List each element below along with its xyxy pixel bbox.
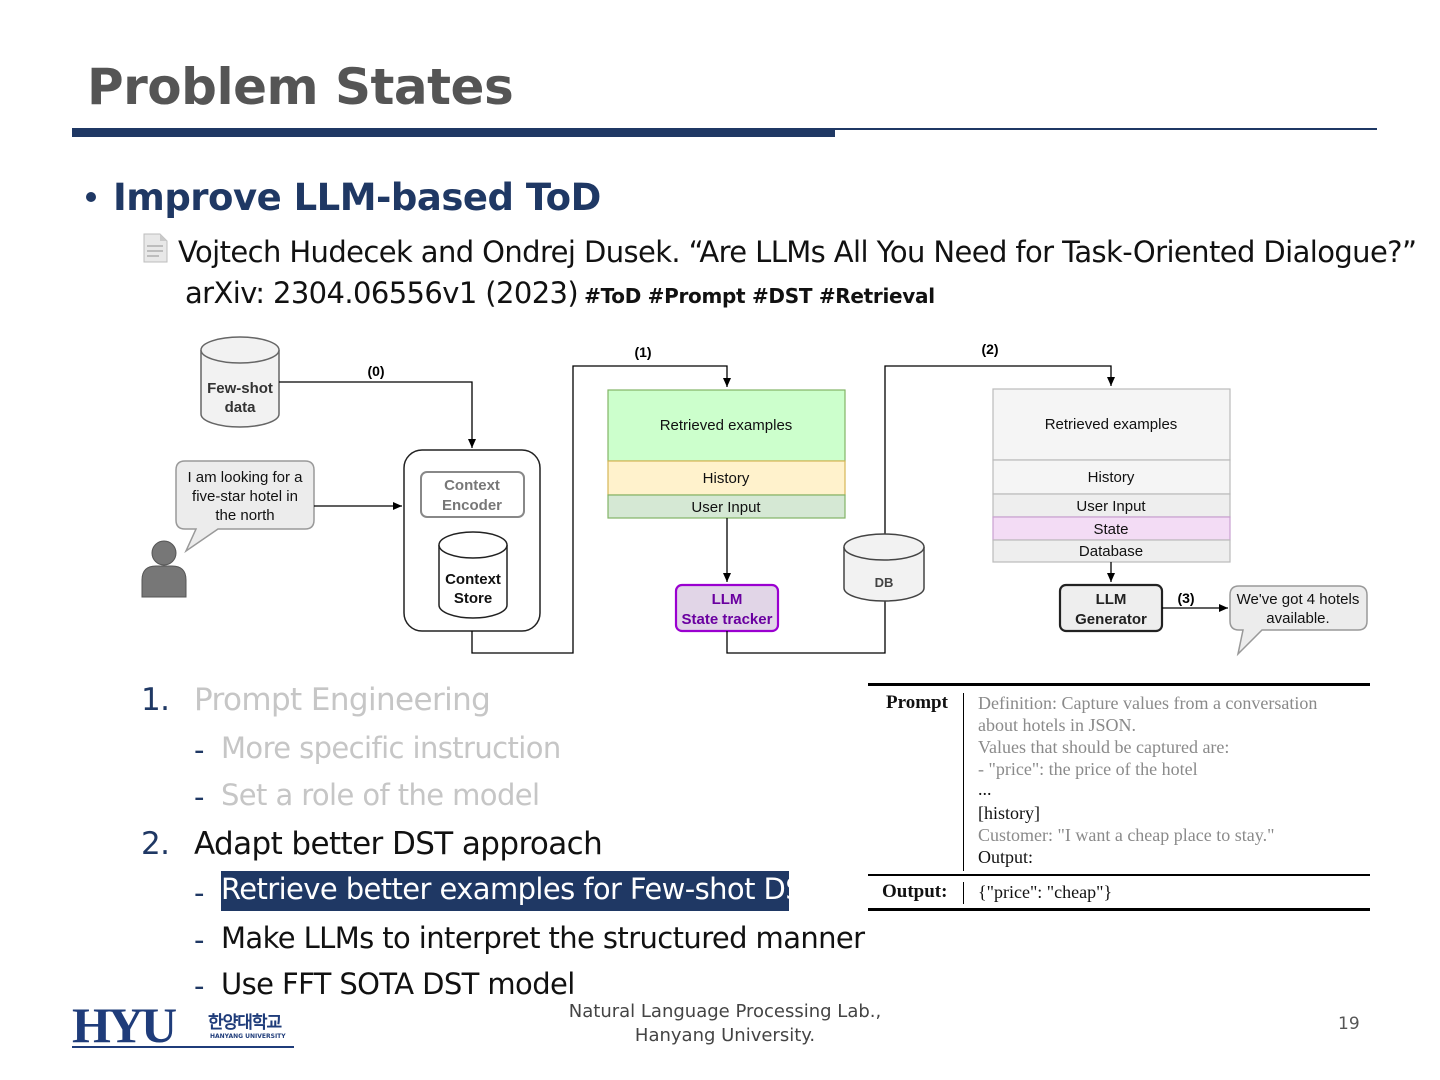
table-bottom-rule [868,908,1370,911]
sub-item-1-2: Set a role of the model [221,778,540,812]
sub-dash: - [194,876,204,910]
table-top-rule [868,683,1370,686]
right-retrieved-examples-label: Retrieved examples [1045,416,1178,433]
footer-lab-name: Natural Language Processing Lab., Hanyan… [565,1000,885,1048]
prompt-example-table: Prompt Definition: Capture values from a… [868,683,1370,913]
right-state-label: State [1093,521,1128,538]
architecture-diagram: Few-shot data (0) I am looking for a fiv… [141,336,1368,657]
db-label: DB [875,575,894,590]
user-speech-bubble: I am looking for a five-star hotel in th… [175,460,315,554]
title-underline-thick [72,128,835,137]
step-1-label: (1) [634,344,651,360]
generator-label-1: LLM [1096,591,1127,608]
prompt-label: Prompt [886,692,948,713]
prompt-line: about hotels in JSON. [978,715,1137,735]
sub-dash: - [194,923,204,957]
output-column-divider [963,882,964,904]
arrow-step-1 [471,365,731,654]
left-history-box [607,460,846,496]
section-heading: Improve LLM-based ToD [113,176,601,219]
prompt-line: Customer: "I want a cheap place to stay.… [978,825,1275,845]
arrow-step-2 [726,365,1115,654]
context-store-label-2: Store [454,590,492,607]
context-encoder-box [420,471,525,518]
logo-hyu: HYU [72,1000,176,1050]
output-label: Output: [882,881,948,902]
prompt-line: Output: [978,847,1034,867]
right-history-box [992,459,1231,495]
step-2-label: (2) [981,341,998,357]
prompt-line: Values that should be captured are: [978,737,1230,757]
list-item-1: Prompt Engineering [194,682,491,718]
list-item-2: Adapt better DST approach [194,826,603,862]
reply-speech-bubble: We've got 4 hotels available. [1229,585,1368,657]
right-history-label: History [1088,469,1135,486]
page-number: 19 [1338,1014,1360,1034]
text-highlight [221,871,789,911]
context-store-label-1: Context [445,571,501,588]
list-number-1: 1. [141,682,170,718]
prompt-line: [history] [978,803,1040,823]
prompt-line: Definition: Capture values from a conver… [978,693,1318,713]
hanyang-university-logo: HYU 한양대학교 HANYANG UNIVERSITY [72,1000,294,1050]
reference-line-1: Vojtech Hudecek and Ondrej Dusek. “Are L… [178,235,1417,269]
user-bubble-line-2: five-star hotel in [192,488,298,505]
arrow-step-0 [279,381,476,448]
list-number-2: 2. [141,826,170,862]
few-shot-label-2: data [225,399,257,416]
left-retrieved-examples-box [607,389,846,462]
reference-line-2: arXiv: 2304.06556v1 (2023)#ToD #Prompt #… [185,276,935,310]
tracker-label-1: LLM [712,591,743,608]
sub-item-1-1: More specific instruction [221,731,561,765]
user-bubble-line-1: I am looking for a [187,469,303,486]
right-retrieved-examples-box [992,388,1231,461]
context-encoder-label-1: Context [444,477,500,494]
right-user-input-label: User Input [1076,498,1146,515]
context-encoder-label-2: Encoder [442,497,502,514]
generator-label-2: Generator [1075,611,1147,628]
few-shot-data-cylinder: Few-shot data [200,336,280,428]
slide-title: Problem States [87,58,514,116]
reference-arxiv: arXiv: 2304.06556v1 (2023) [185,276,579,310]
prompt-column-divider [963,693,964,871]
sub-dash: - [194,780,204,814]
logo-english: HANYANG UNIVERSITY [210,1033,286,1040]
reply-line-1: We've got 4 hotels [1237,591,1360,608]
table-mid-rule [868,874,1370,876]
footer-line-1: Natural Language Processing Lab., [568,1001,882,1022]
sub-item-2-2: Make LLMs to interpret the structured ma… [221,921,865,955]
prompt-line: ... [978,779,992,799]
footer-line-2: Hanyang University. [634,1025,816,1046]
sub-dash: - [194,969,204,1003]
sub-item-2-1-highlighted: Retrieve better examples for Few-shot DS… [221,872,821,906]
context-store-cylinder: Context Store [438,531,508,619]
step-0-label: (0) [367,363,384,379]
right-database-label: Database [1079,543,1143,560]
title-underline-thin [835,128,1377,130]
sub-dash: - [194,733,204,767]
prompt-line: - "price": the price of the hotel [978,759,1198,779]
sub-item-2-3: Use FFT SOTA DST model [221,967,575,1001]
reply-line-2: available. [1266,610,1329,627]
bullet-dot [86,192,96,202]
left-retrieved-examples-label: Retrieved examples [660,417,793,434]
user-bubble-line-3: the north [215,507,274,524]
output-value: {"price": "cheap"} [978,882,1113,902]
person-icon [141,540,187,598]
logo-korean: 한양대학교 [208,1013,283,1033]
step-3-label: (3) [1177,590,1194,606]
reference-tags: #ToD #Prompt #DST #Retrieval [584,284,935,308]
few-shot-label-1: Few-shot [207,380,273,397]
left-user-input-label: User Input [691,499,761,516]
left-history-label: History [703,470,750,487]
tracker-label-2: State tracker [682,611,773,628]
db-cylinder: DB [843,533,925,602]
document-icon [143,233,168,263]
